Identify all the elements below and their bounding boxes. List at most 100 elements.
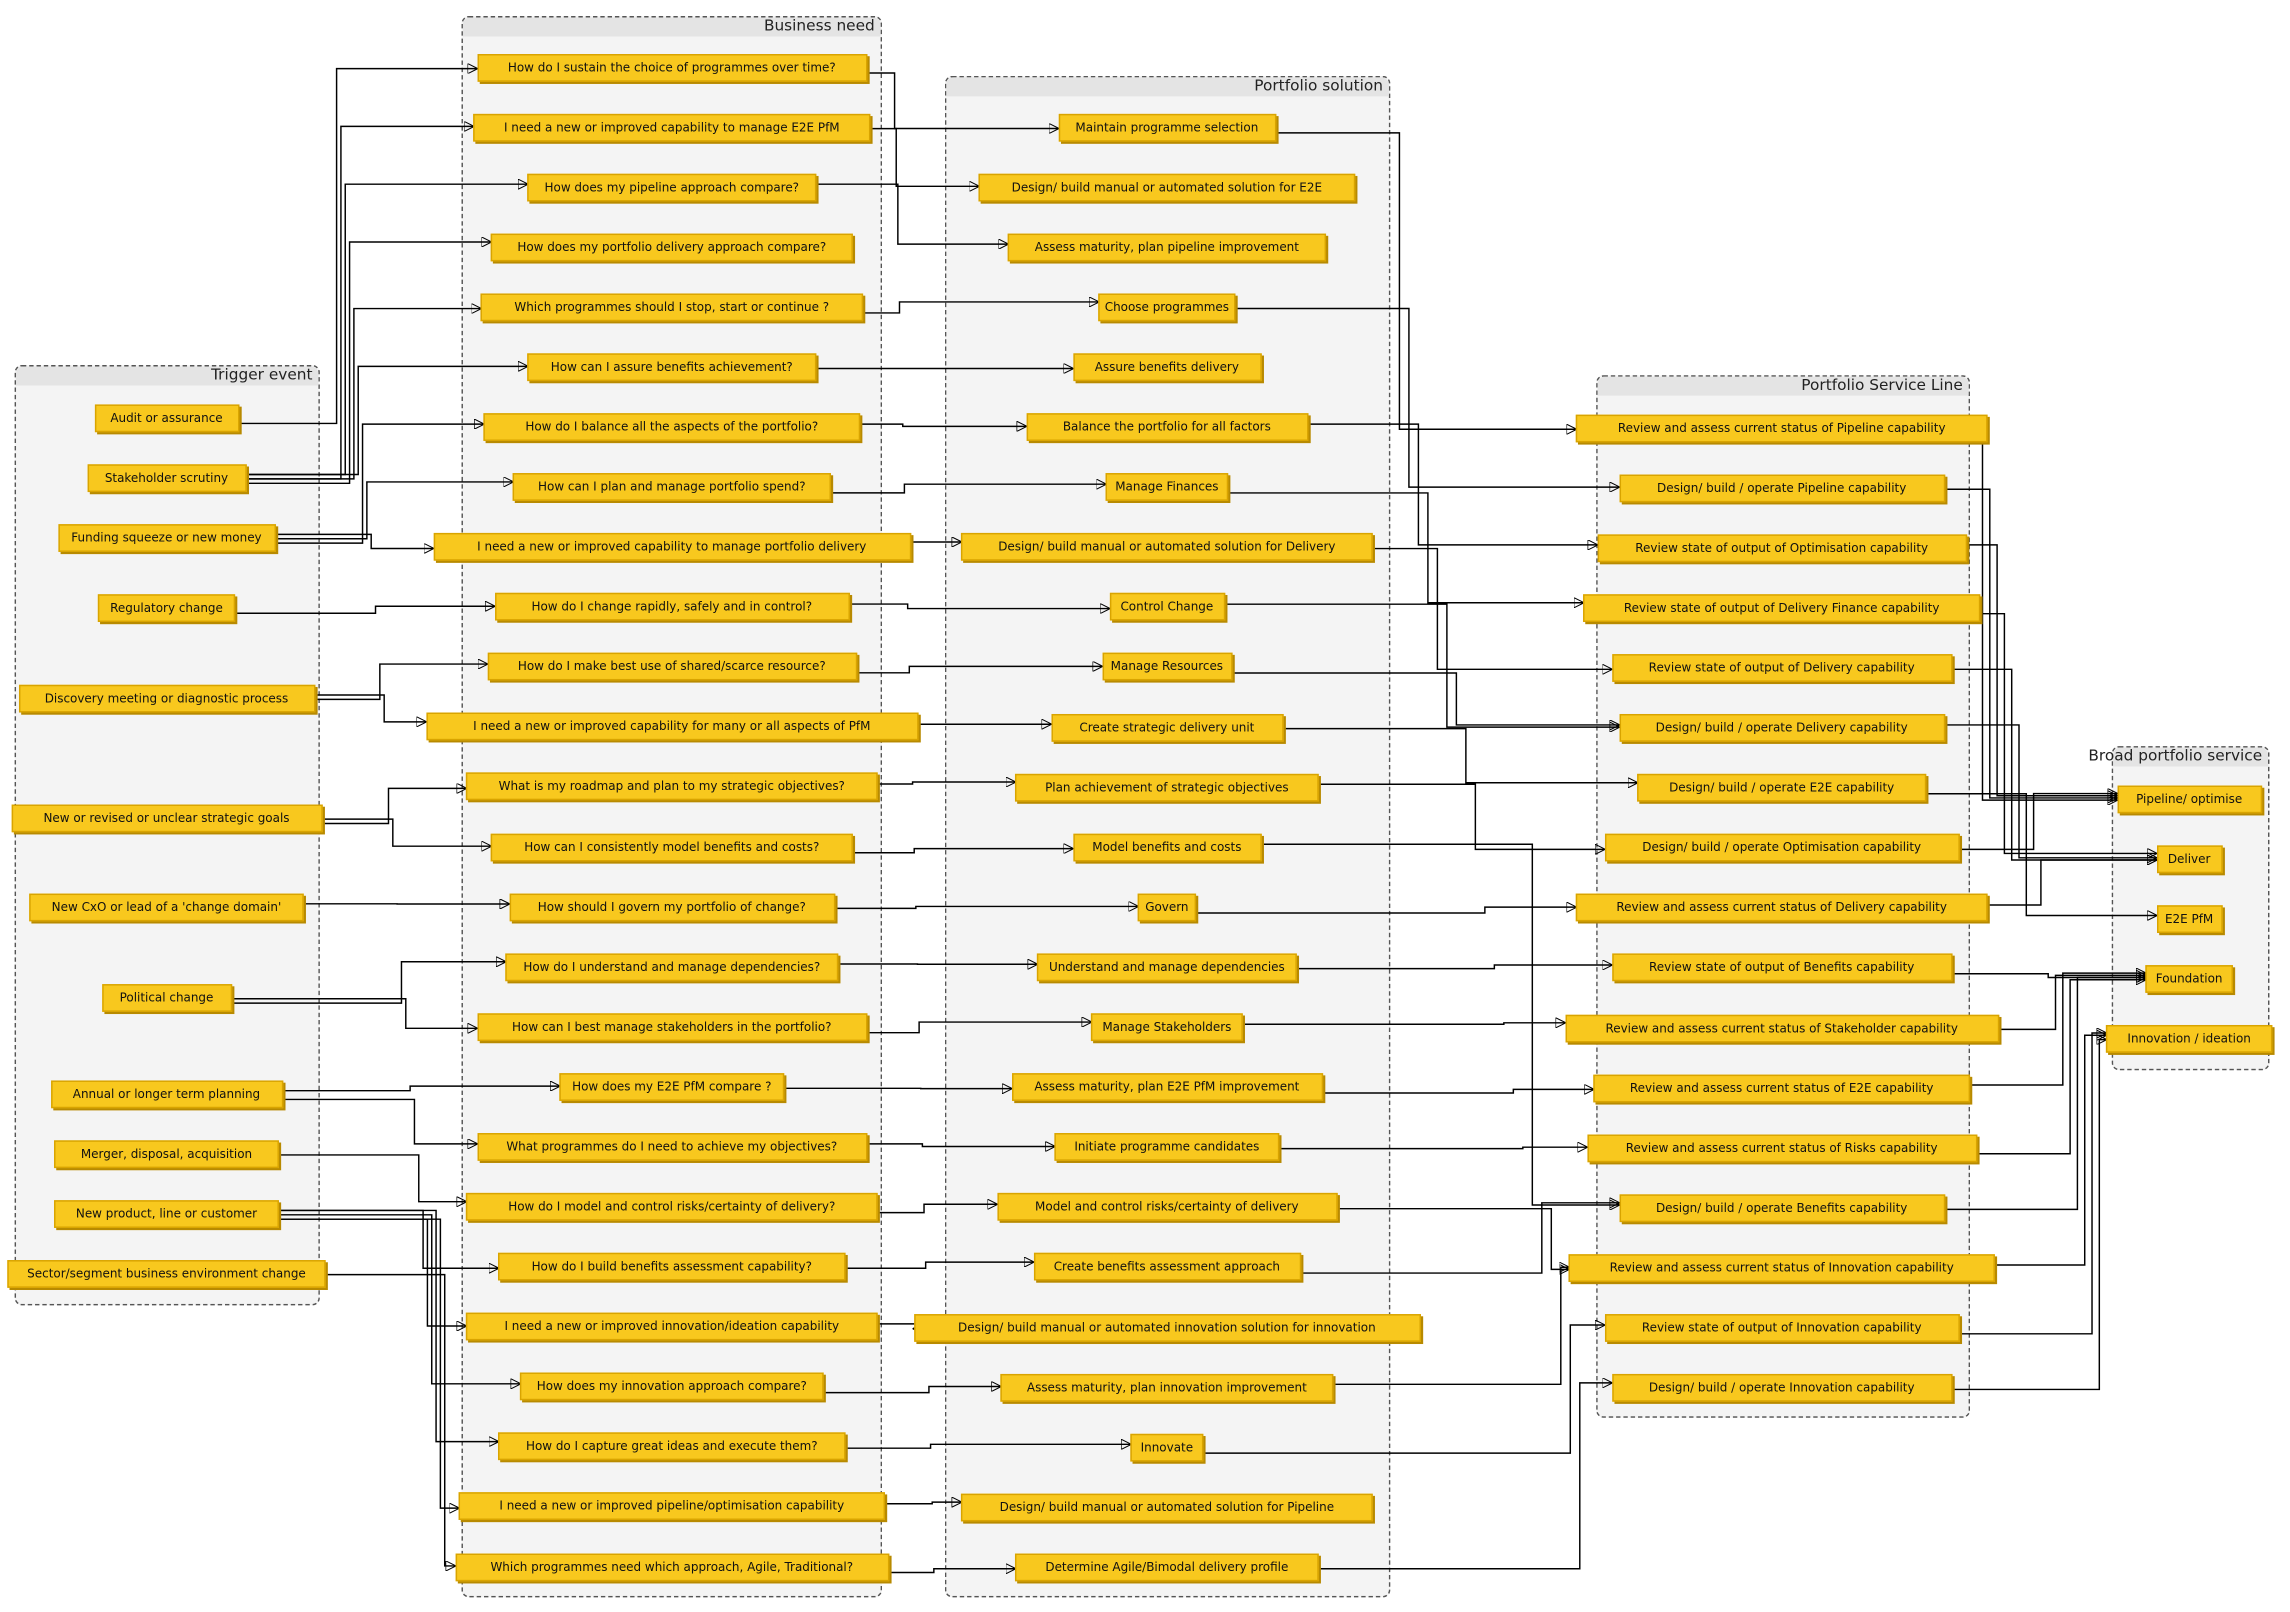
node-need-what-programmes-do-i-need-to-achieve-my-objectiv[interactable]: What programmes do I need to achieve my … [476,1132,867,1161]
node-service-line-review-state-of-output-of-delivery-finance-capab[interactable]: Review state of output of Delivery Finan… [1583,593,1981,622]
node-broad-e2e-pfm[interactable]: E2E PfM [2156,904,2222,933]
node-trigger-political-change[interactable]: Political change [101,983,232,1012]
node-service-line-review-and-assess-current-status-of-innovation-c[interactable]: Review and assess current status of Inno… [1568,1254,1995,1282]
service-broad-connector [1951,1040,2106,1391]
node-solution-manage-stakeholders[interactable]: Manage Stakeholders [1090,1013,1243,1042]
node-trigger-discovery-meeting-or-diagnostic-process[interactable]: Discovery meeting or diagnostic process [18,684,315,712]
lane-title-business-need: Business need [763,17,875,36]
node-solution-assure-benefits-delivery[interactable]: Assure benefits delivery [1072,353,1262,381]
node-solution-govern[interactable]: Govern [1137,893,1197,922]
service-broad-connector [1981,432,2116,800]
node-solution-control-change[interactable]: Control Change [1109,593,1225,621]
node-service-line-review-and-assess-current-status-of-pipeline-cap[interactable]: Review and assess current status of Pipe… [1575,413,1988,442]
node-need-i-need-a-new-or-improved-innovation-ideation-cap[interactable]: I need a new or improved innovation/idea… [465,1312,878,1341]
node-solution-initiate-programme-candidates[interactable]: Initiate programme candidates [1054,1133,1280,1162]
node-need-i-need-a-new-or-improved-pipeline-optimisation-c[interactable]: I need a new or improved pipeline/optimi… [458,1492,886,1521]
node-solution-assess-maturity-plan-pipeline-improvement[interactable]: Assess maturity, plan pipeline improveme… [1007,233,1327,261]
node-service-line-review-state-of-output-of-benefits-capability[interactable]: Review state of output of Benefits capab… [1611,954,1952,982]
node-need-i-need-a-new-or-improved-capability-to-manage-e2[interactable]: I need a new or improved capability to m… [473,113,871,142]
node-solution-model-and-control-risks-certainty-of-delivery[interactable]: Model and control risks/certainty of del… [996,1193,1337,1222]
node-service-line-design-build-operate-e2e-capability[interactable]: Design/ build / operate E2E capability [1637,773,1927,802]
solution-service-connector [1372,547,1612,670]
service-broad-connector [1959,1033,2106,1335]
node-service-line-review-and-assess-current-status-of-stakeholder-[interactable]: Review and assess current status of Stak… [1564,1014,1999,1042]
node-trigger-audit-or-assurance[interactable]: Audit or assurance [94,403,239,432]
node-solution-determine-agile-bimodal-delivery-profile[interactable]: Determine Agile/Bimodal delivery profile [1014,1553,1319,1582]
node-solution-plan-achievement-of-strategic-objectives[interactable]: Plan achievement of strategic objectives [1014,773,1319,802]
node-need-how-do-i-change-rapidly-safely-and-in-control[interactable]: How do I change rapidly, safely and in c… [494,593,850,621]
trigger-need-connector [314,694,426,722]
node-need-how-can-i-assure-benefits-achievement[interactable]: How can I assure benefits achievement? [527,353,817,381]
node-trigger-regulatory-change[interactable]: Regulatory change [97,593,236,622]
node-solution-innovate[interactable]: Innovate [1130,1433,1204,1462]
node-service-line-review-state-of-output-of-optimisation-capabilit[interactable]: Review state of output of Optimisation c… [1596,533,1967,562]
node-trigger-merger-disposal-acquisition[interactable]: Merger, disposal, acquisition [54,1139,279,1168]
node-need-how-do-i-model-and-control-risks-certainty-of-de[interactable]: How do I model and control risks/certain… [465,1192,878,1221]
node-service-line-review-state-of-output-of-delivery-capability[interactable]: Review state of output of Delivery capab… [1611,653,1952,682]
node-service-line-design-build-operate-optimisation-capability[interactable]: Design/ build / operate Optimisation cap… [1604,833,1960,862]
node-solution-choose-programmes[interactable]: Choose programmes [1098,293,1236,321]
node-need-how-does-my-pipeline-approach-compare[interactable]: How does my pipeline approach compare? [527,173,817,201]
node-broad-innovation-ideation[interactable]: Innovation / ideation [2105,1024,2273,1053]
node-solution-create-strategic-delivery-unit[interactable]: Create strategic delivery unit [1050,713,1283,742]
node-service-line-design-build-operate-pipeline-capability[interactable]: Design/ build / operate Pipeline capabil… [1618,473,1945,502]
node-need-how-do-i-understand-and-manage-dependencies[interactable]: How do I understand and manage dependenc… [505,952,839,981]
node-solution-understand-and-manage-dependencies[interactable]: Understand and manage dependencies [1036,953,1297,982]
node-solution-balance-the-portfolio-for-all-factors[interactable]: Balance the portfolio for all factors [1025,413,1308,441]
node-service-line-review-state-of-output-of-innovation-capability[interactable]: Review state of output of Innovation cap… [1604,1314,1960,1342]
node-trigger-sector-segment-business-environment-change[interactable]: Sector/segment business environment chan… [7,1259,326,1288]
node-trigger-new-cxo-or-lead-of-a-change-domain[interactable]: New CxO or lead of a 'change domain' [29,892,304,921]
node-trigger-stakeholder-scrutiny[interactable]: Stakeholder scrutiny [86,463,247,492]
node-need-how-can-i-best-manage-stakeholders-in-the-portfo[interactable]: How can I best manage stakeholders in th… [476,1012,867,1041]
node-broad-deliver[interactable]: Deliver [2156,844,2222,873]
node-need-how-does-my-e2e-pfm-compare[interactable]: How does my E2E PfM compare ? [559,1072,785,1101]
node-need-how-do-i-make-best-use-of-shared-scarce-resource[interactable]: How do I make best use of shared/scarce … [487,653,857,681]
node-need-which-programmes-should-i-stop-start-or-continue[interactable]: Which programmes should I stop, start or… [480,293,864,321]
node-need-i-need-a-new-or-improved-capability-for-many-or-[interactable]: I need a new or improved capability for … [425,713,918,741]
node-solution-design-build-manual-or-automated-solution-for-pi[interactable]: Design/ build manual or automated soluti… [960,1493,1373,1522]
node-need-what-is-my-roadmap-and-plan-to-my-strategic-obje[interactable]: What is my roadmap and plan to my strate… [465,773,878,801]
node-need-how-do-i-balance-all-the-aspects-of-the-portfoli[interactable]: How do I balance all the aspects of the … [483,413,861,441]
lane-header [462,17,881,37]
service-broad-connector [1994,1035,2106,1266]
node-service-line-review-and-assess-current-status-of-risks-capabi[interactable]: Review and assess current status of Risk… [1586,1134,1977,1162]
lane-title-portfolio-solution: Portfolio solution [1254,77,1383,95]
node-need-how-should-i-govern-my-portfolio-of-change[interactable]: How should I govern my portfolio of chan… [508,893,835,921]
node-need-how-do-i-build-benefits-assessment-capability[interactable]: How do I build benefits assessment capab… [497,1252,846,1281]
node-solution-assess-maturity-plan-e2e-pfm-improvement[interactable]: Assess maturity, plan E2E PfM improvemen… [1011,1073,1323,1102]
node-solution-create-benefits-assessment-approach[interactable]: Create benefits assessment approach [1033,1253,1301,1282]
node-need-how-does-my-portfolio-delivery-approach-compare[interactable]: How does my portfolio delivery approach … [490,233,853,261]
lane-title-portfolio-service-line: Portfolio Service Line [1801,376,1963,395]
node-solution-manage-resources[interactable]: Manage Resources [1101,653,1232,681]
node-broad-pipeline-optimise[interactable]: Pipeline/ optimise [2116,784,2262,813]
trigger-need-connector [322,788,466,825]
node-solution-maintain-programme-selection[interactable]: Maintain programme selection [1058,113,1276,141]
node-trigger-new-or-revised-or-unclear-strategic-goals[interactable]: New or revised or unclear strategic goal… [10,803,323,832]
node-trigger-funding-squeeze-or-new-money[interactable]: Funding squeeze or new money [57,523,276,552]
node-broad-foundation[interactable]: Foundation [2145,964,2233,993]
node-solution-design-build-manual-or-automated-solution-for-e2[interactable]: Design/ build manual or automated soluti… [978,173,1356,201]
node-need-how-can-i-consistently-model-benefits-and-costs[interactable]: How can I consistently model benefits an… [490,833,853,861]
trigger-need-connector [325,1273,455,1566]
node-need-which-programmes-need-which-approach-agile-tradi[interactable]: Which programmes need which approach, Ag… [454,1552,889,1581]
node-service-line-review-and-assess-current-status-of-e2e-capabili[interactable]: Review and assess current status of E2E … [1593,1074,1971,1102]
node-solution-design-build-manual-or-automated-innovation-solu[interactable]: Design/ build manual or automated innova… [913,1313,1421,1342]
node-need-how-do-i-capture-great-ideas-and-execute-them[interactable]: How do I capture great ideas and execute… [497,1432,846,1461]
node-service-line-review-and-assess-current-status-of-delivery-cap[interactable]: Review and assess current status of Deli… [1575,894,1988,922]
node-need-i-need-a-new-or-improved-capability-to-manage-po[interactable]: I need a new or improved capability to m… [433,533,911,561]
node-service-line-design-build-operate-benefits-capability[interactable]: Design/ build / operate Benefits capabil… [1618,1194,1945,1222]
node-trigger-annual-or-longer-term-planning[interactable]: Annual or longer term planning [50,1079,283,1108]
node-solution-manage-finances[interactable]: Manage Finances [1105,473,1229,501]
node-need-how-can-i-plan-and-manage-portfolio-spend[interactable]: How can I plan and manage portfolio spen… [512,473,831,501]
node-solution-model-benefits-and-costs[interactable]: Model benefits and costs [1072,833,1262,862]
node-trigger-new-product-line-or-customer[interactable]: New product, line or customer [54,1199,279,1228]
node-need-how-does-my-innovation-approach-compare[interactable]: How does my innovation approach compare? [519,1372,824,1401]
node-solution-design-build-manual-or-automated-solution-for-de[interactable]: Design/ build manual or automated soluti… [960,533,1373,561]
node-need-how-do-i-sustain-the-choice-of-programmes-over-t[interactable]: How do I sustain the choice of programme… [476,53,867,82]
node-service-line-design-build-operate-innovation-capability[interactable]: Design/ build / operate Innovation capab… [1611,1374,1952,1402]
lane-header [1597,376,1969,396]
node-solution-assess-maturity-plan-innovation-improvement[interactable]: Assess maturity, plan innovation improve… [1000,1373,1334,1402]
lane-title-broad-portfolio-service: Broad portfolio service [2088,747,2263,766]
node-service-line-design-build-operate-delivery-capability[interactable]: Design/ build / operate Delivery capabil… [1618,713,1945,742]
